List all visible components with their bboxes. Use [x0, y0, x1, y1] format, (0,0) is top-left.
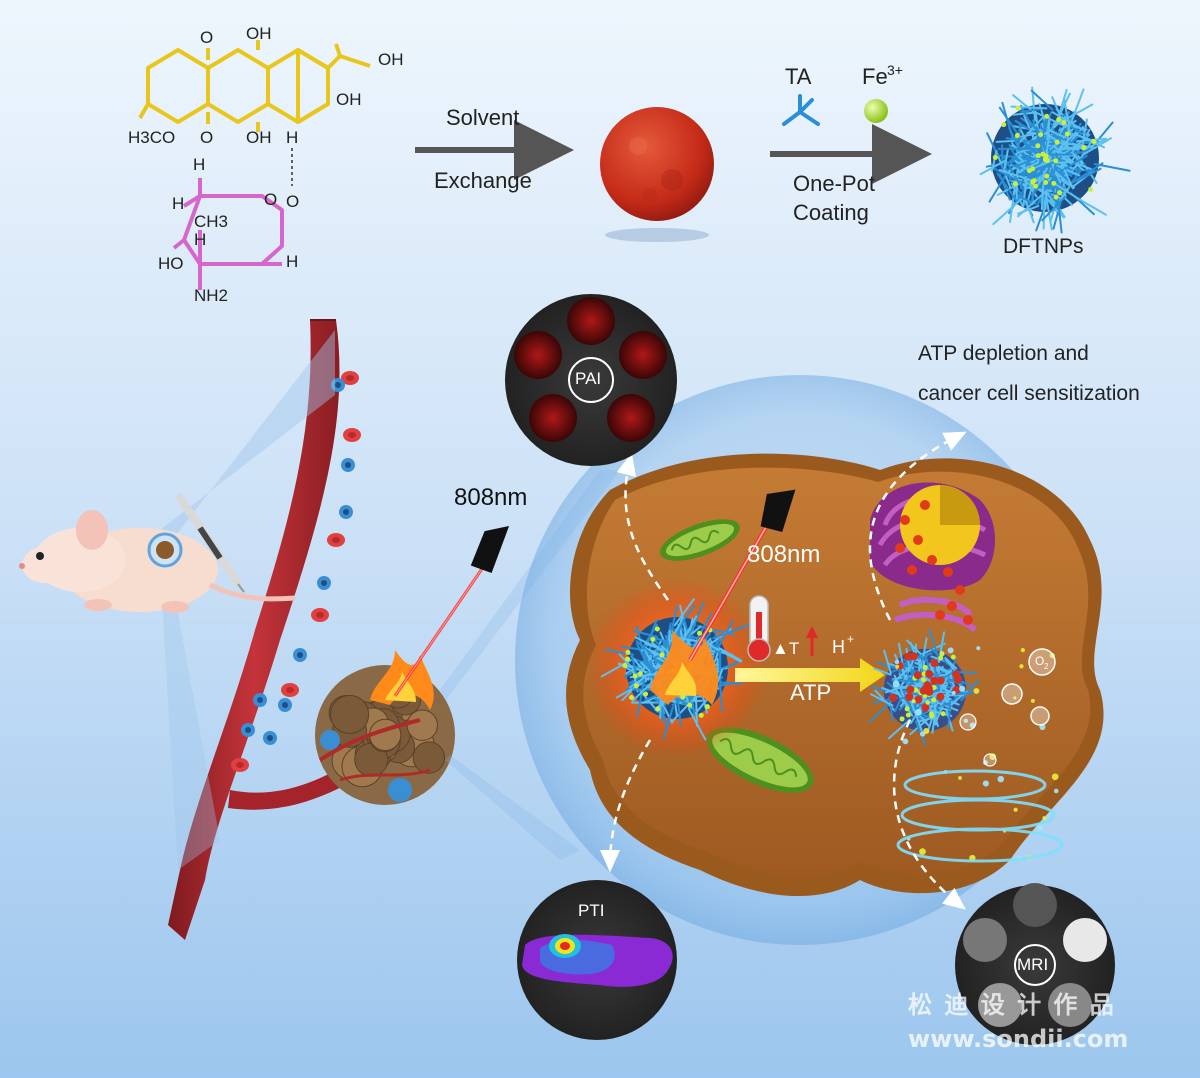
ta-label: TA [785, 64, 812, 89]
proton-label: H [832, 637, 845, 657]
sugar-h-mid: H [194, 230, 207, 249]
sugar-o-ring: O [264, 190, 278, 209]
atom-methoxy: H3CO [128, 128, 176, 147]
pti-disc [517, 880, 677, 1040]
dftnp-particle [979, 86, 1131, 234]
temperature-up-arrow [806, 626, 818, 656]
sugar-ch3: CH3 [194, 212, 229, 231]
sugar-h-right: H [286, 252, 299, 271]
dashed-path-arrows [600, 431, 967, 910]
mitochondrion-bottom [706, 727, 814, 793]
atom-oh-bottom: OH [246, 128, 272, 147]
doxorubicin-structure [146, 40, 371, 132]
watermark-line-1: 松 迪 设 计 作 品 [908, 991, 1116, 1019]
dissolving-nanoparticle [868, 629, 1059, 862]
sugar-h-top: H [193, 155, 206, 174]
mri-disc [955, 883, 1115, 1045]
thermometer-icon [747, 595, 771, 662]
oxygen-bubbles [959, 648, 1056, 767]
sugar-o-link: O [286, 192, 300, 211]
sugar-nh2: NH2 [194, 286, 229, 305]
atom-o-bottom: O [200, 128, 214, 147]
product-label: DFTNPs [1003, 235, 1084, 258]
sensitization-line-1: ATP depletion and [918, 342, 1089, 365]
fe-label: Fe [862, 64, 888, 89]
blood-vessel [168, 319, 362, 940]
mitochondrion-top [660, 519, 740, 561]
tannic-acid-icon [782, 94, 820, 126]
sensitization-line-2: cancer cell sensitization [918, 382, 1140, 405]
fe-charge: 3+ [887, 62, 903, 78]
sugar-structure [172, 178, 284, 290]
mri-label: MRI [1017, 955, 1049, 974]
pai-label: PAI [575, 369, 602, 388]
dox-nanoparticle [600, 107, 714, 242]
outer-laser [393, 526, 510, 697]
step1-label-bottom: Exchange [434, 168, 532, 193]
inner-laser [688, 489, 796, 661]
mri-signal-spiral [896, 769, 1064, 863]
atp-arrow [735, 658, 885, 692]
sugar-h-left: H [172, 194, 185, 213]
step2-label-bottom: Coating [793, 200, 869, 225]
pai-disc [505, 294, 677, 466]
organelle-cluster [870, 482, 995, 633]
pti-label: PTI [578, 901, 605, 920]
outer-laser-label: 808nm [454, 484, 528, 511]
sugar-ho: HO [158, 254, 184, 273]
tumor-illustration [315, 665, 455, 805]
proton-charge: + [847, 632, 855, 646]
atom-h-ring: H [286, 128, 299, 147]
temperature-label: ▲T [772, 639, 800, 658]
iron-ion-icon [864, 99, 888, 123]
step1-label-top: Solvent [446, 105, 520, 130]
oxygen-subscript: 2 [1044, 662, 1049, 671]
oxygen-label: O [1035, 654, 1045, 668]
step2-label-top: One-Pot [793, 171, 875, 196]
atom-oh-right: OH [378, 50, 404, 69]
cell-laser-label: 808nm [747, 541, 821, 568]
atom-oh-top: OH [246, 24, 272, 43]
watermark-line-2: www.sondii.com [908, 1025, 1129, 1053]
mouse-illustration [19, 492, 296, 613]
atom-o-top: O [200, 28, 214, 47]
atom-oh-mid: OH [336, 90, 362, 109]
atp-label: ATP [790, 680, 832, 705]
